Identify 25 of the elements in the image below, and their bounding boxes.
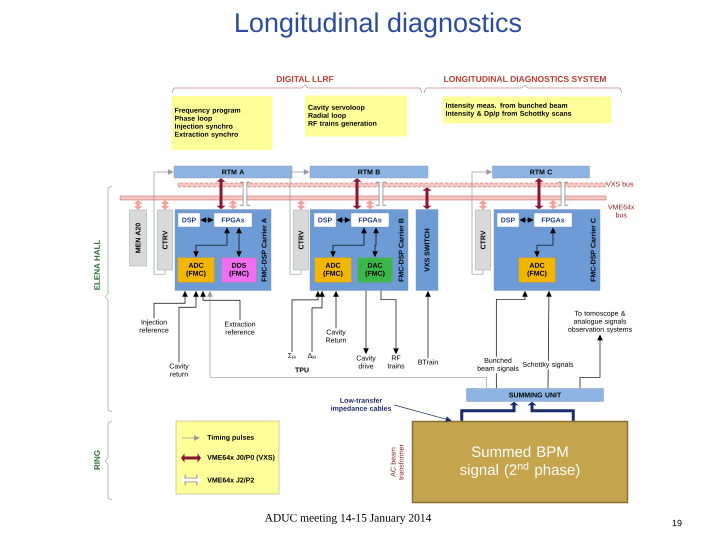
bus-arrow: [375, 178, 387, 210]
bus-arrow: [352, 178, 362, 210]
bus-arrow: [365, 200, 375, 210]
bus-bar: [178, 182, 606, 188]
area-label: ELENA HALL: [94, 240, 100, 290]
area-label: RING: [94, 450, 100, 470]
bus-arrow: [160, 200, 170, 210]
bus-arrow: [228, 200, 238, 210]
bus-arrow: [557, 178, 569, 210]
section-heading: DIGITAL LLRF: [276, 76, 334, 82]
bus-arrow: [478, 200, 488, 210]
bus-arrow: [527, 402, 575, 421]
title: Longitudinal diagnostics: [236, 12, 522, 38]
bus-arrow: [534, 178, 544, 210]
footer-text: ADUC meeting 14-15 January 2014: [264, 514, 432, 524]
bus-arrow: [239, 178, 251, 210]
page-number: 19: [672, 520, 682, 526]
bus-arrow: [216, 178, 226, 210]
bus-arrow: [422, 187, 432, 210]
bus-arrow: [133, 200, 143, 210]
signal-box: Summed BPM signal (2$^{nd}$ phase): [412, 420, 628, 504]
section-heading: LONGITUDINAL DIAGNOSTICS SYSTEM: [444, 76, 606, 82]
bus-arrow: [548, 200, 558, 210]
bus-bar: [120, 196, 606, 200]
bus-arrow: [296, 200, 306, 210]
